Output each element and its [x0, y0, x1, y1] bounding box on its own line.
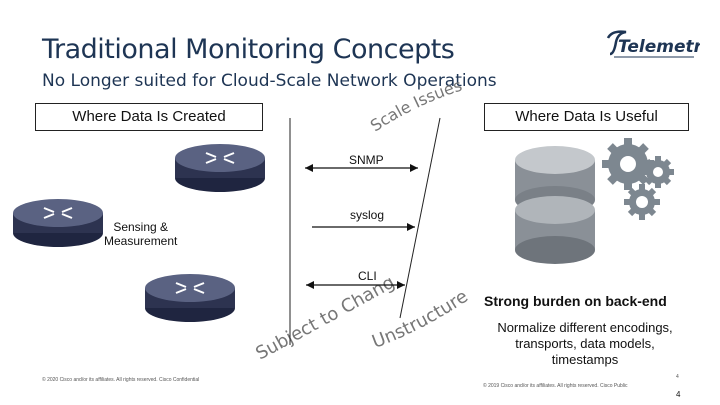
syslog-label: syslog [350, 208, 385, 222]
slide-title: Traditional Monitoring Concepts [42, 34, 455, 65]
where-data-useful-box: Where Data Is Useful [484, 103, 689, 131]
database-icon [515, 146, 595, 264]
router-bottom-icon [145, 274, 235, 322]
burden-text: Strong burden on back-end [484, 293, 667, 309]
slide-subtitle: No Longer suited for Cloud-Scale Network… [42, 71, 497, 91]
logo-text: Telemetry [618, 37, 700, 57]
telemetry-logo: Telemetry [604, 24, 714, 64]
sensing-label: Sensing & Measurement [104, 220, 178, 248]
footer-right: © 2019 Cisco and/or its affiliates. All … [483, 383, 628, 389]
normalize-text: Normalize different encodings, transport… [497, 320, 673, 367]
router-top-icon [175, 144, 265, 192]
where-data-created-box: Where Data Is Created [35, 103, 263, 131]
router-left-icon [13, 199, 103, 247]
footer-left: © 2020 Cisco and/or its affiliates. All … [42, 377, 200, 383]
page-number-small: 4 [676, 374, 679, 380]
gears-icon [602, 138, 674, 220]
page-number: 4 [676, 390, 681, 399]
cli-label: CLI [358, 269, 377, 283]
snmp-label: SNMP [349, 153, 384, 167]
